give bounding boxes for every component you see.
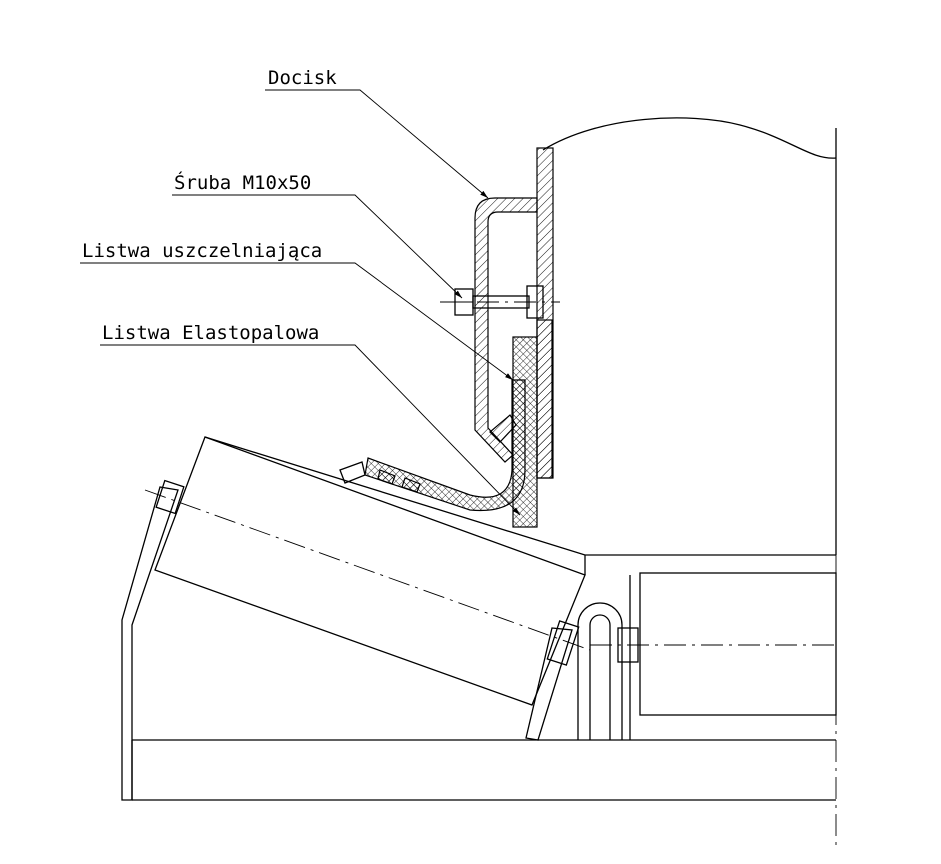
label-listwa-elastopalowa: Listwa Elastopalowa xyxy=(102,322,319,344)
leader-lines xyxy=(80,89,521,516)
elastopal-strip xyxy=(339,379,526,512)
bolt xyxy=(440,285,560,319)
label-docisk: Docisk xyxy=(268,67,337,89)
idler-roller xyxy=(121,436,591,801)
belt-line xyxy=(204,436,836,575)
base-frame xyxy=(131,739,836,801)
label-sruba: Śruba M10x50 xyxy=(174,170,311,194)
horizontal-roller xyxy=(577,572,837,740)
label-listwa-uszczelniajaca: Listwa uszczelniająca xyxy=(82,240,322,262)
